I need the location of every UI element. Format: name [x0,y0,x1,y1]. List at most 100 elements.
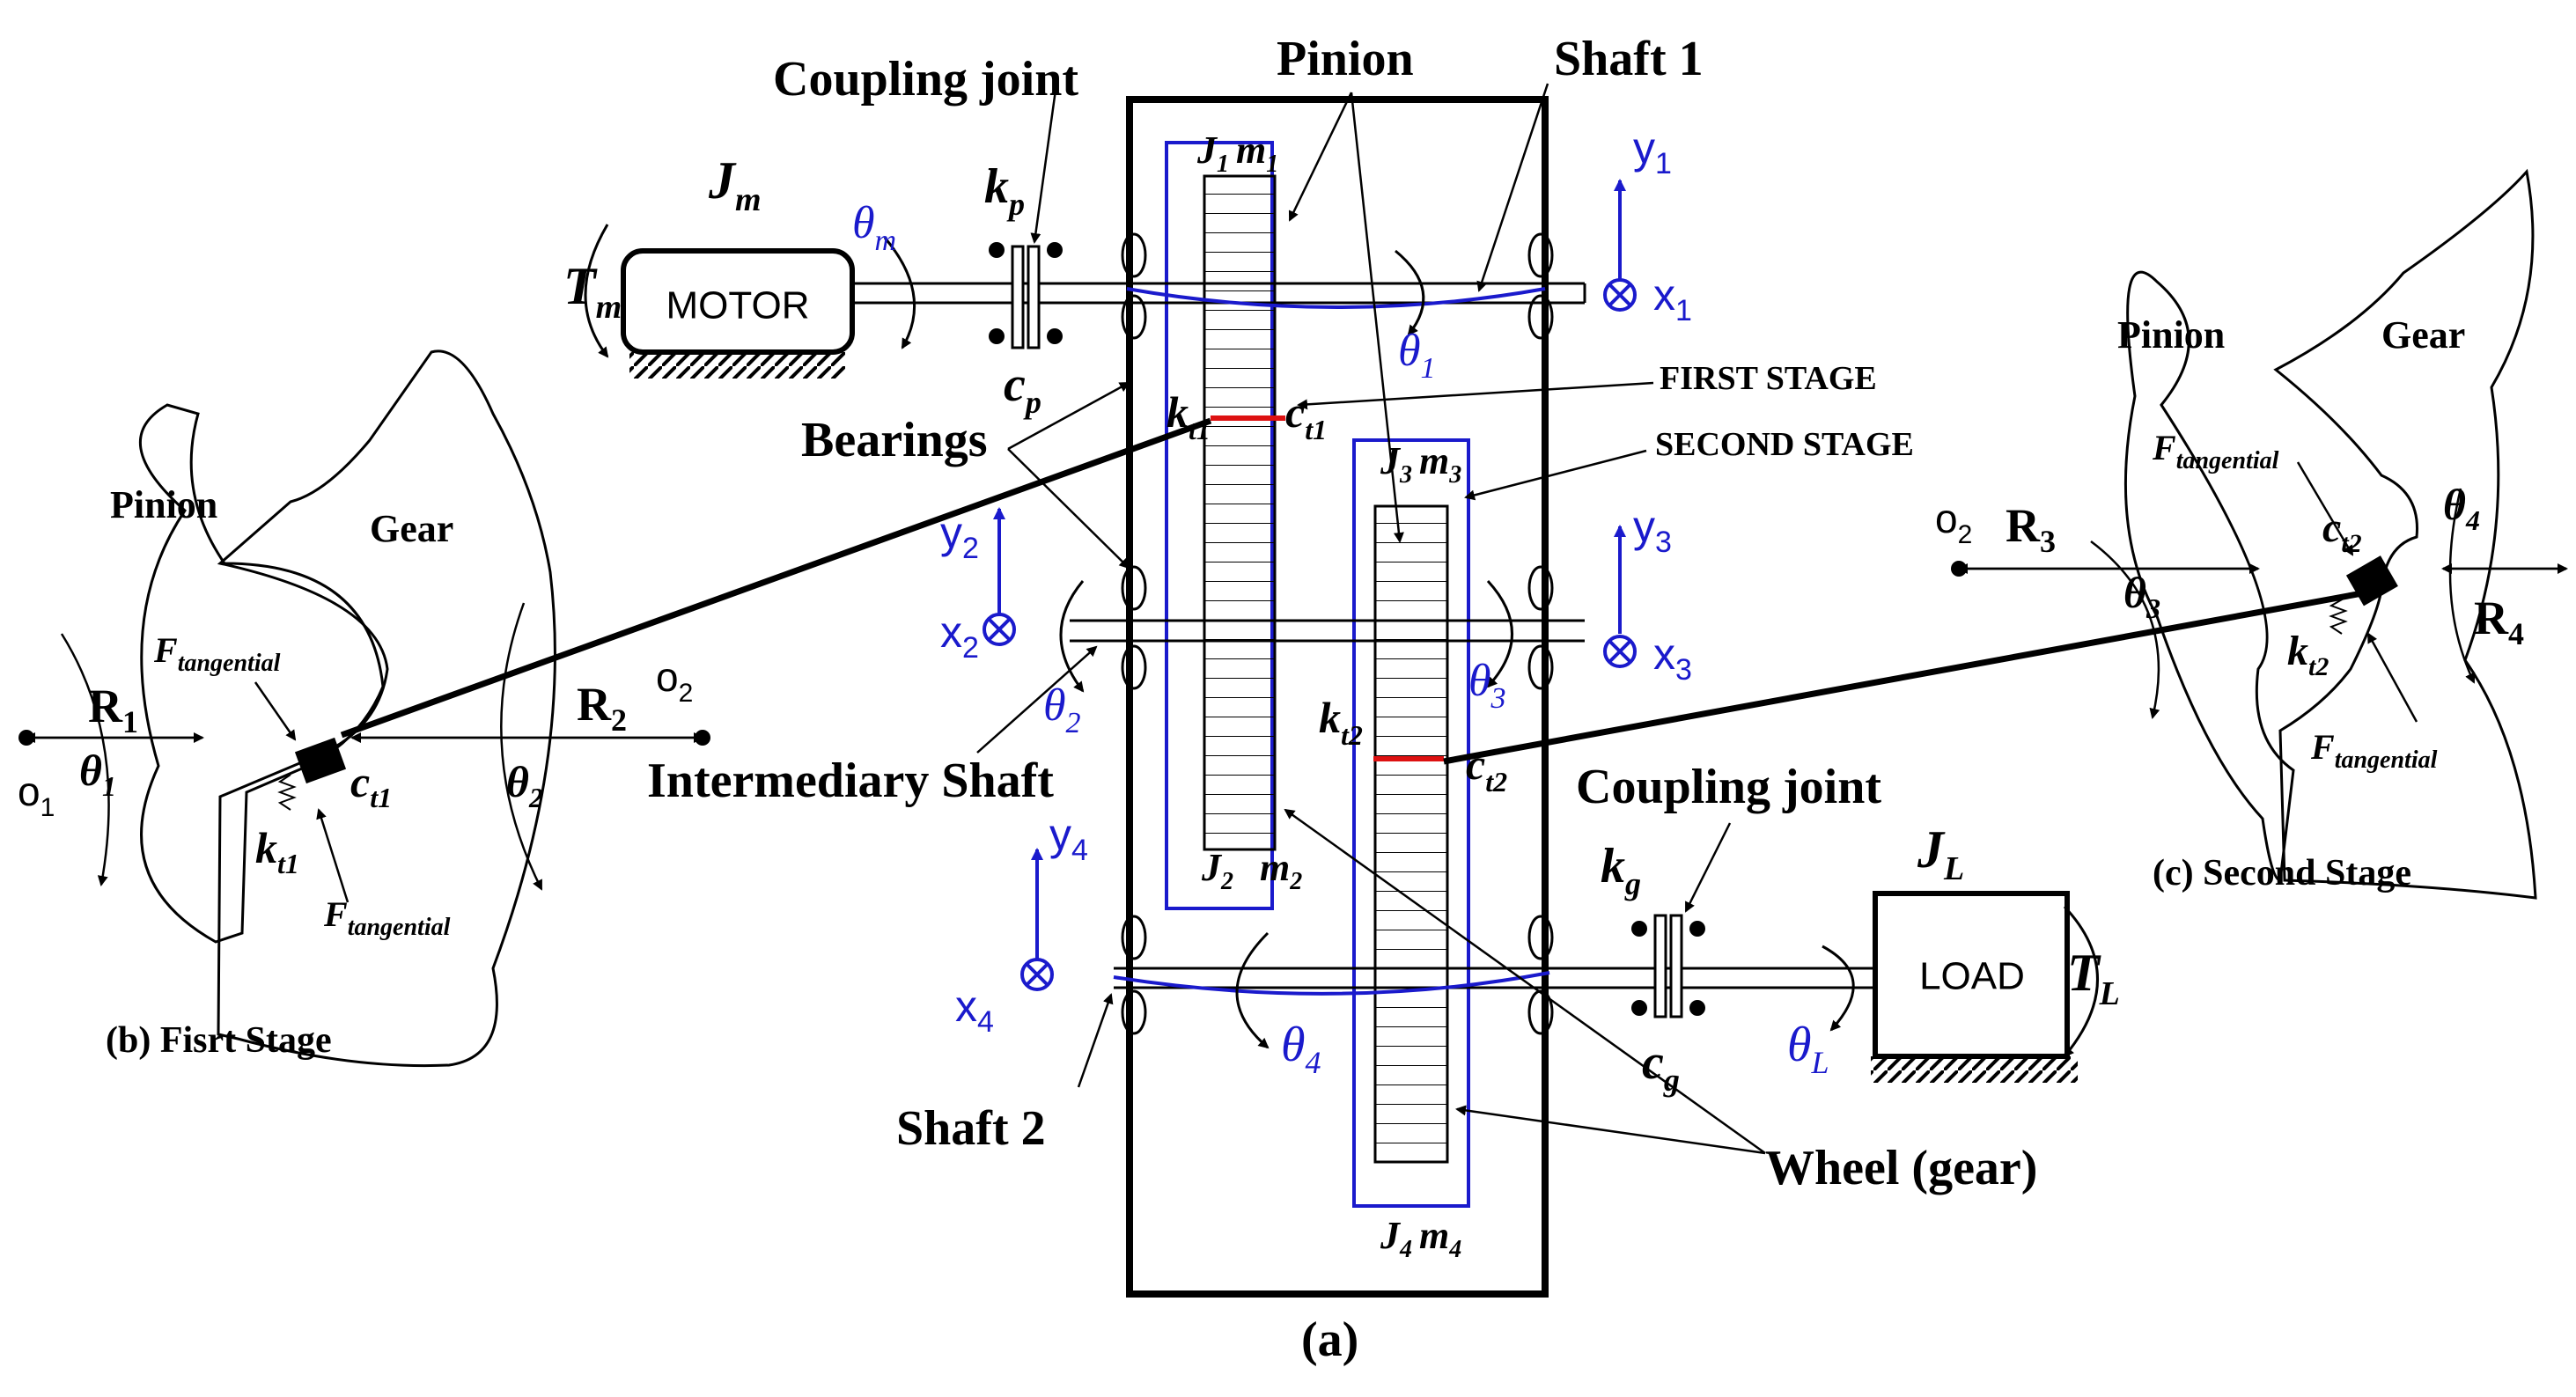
axes-1 [1603,179,1637,312]
b-o2: o2 [656,654,693,708]
label-y3: y3 [1633,502,1672,559]
second-stage-box [1352,438,1470,1208]
left-spring [277,774,297,811]
intermediary-shaft-label: Intermediary Shaft [647,754,1054,808]
symbol-theta-m: θm [852,198,896,257]
caption-c: (c) Second Stage [2153,853,2411,893]
intermediary-shaft [1070,619,1585,643]
b-ct1: ct1 [350,757,392,813]
symbol-tl: TL [2067,944,2120,1012]
label-x3: x3 [1653,629,1692,687]
connector-first-stage [340,417,1212,739]
pinion-top-label: Pinion [1277,32,1414,86]
c-R3: R3 [2006,499,2056,559]
c-R4: R4 [2474,592,2524,651]
second-stage-label: SECOND STAGE [1655,426,1914,463]
b-R1: R1 [88,680,138,739]
c-F-bottom: Ftangential [2310,727,2438,774]
label-y1: y1 [1633,123,1672,180]
shaft-2 [1113,967,1875,996]
symbol-kp: kp [984,159,1025,222]
symbol-jm: Jm [708,151,762,218]
motor-rotation-arrow [883,237,916,349]
wheel-gear-label: Wheel (gear) [1765,1141,2037,1195]
symbol-theta1: θ1 [1398,326,1436,385]
c-kt2: kt2 [2287,628,2329,681]
left-pinion-label: Pinion [110,483,217,526]
load-ground [1871,1056,2078,1083]
coupling-joint-gear [1631,914,1705,1018]
right-spring [2329,598,2348,635]
symbol-tm: Tm [563,257,622,326]
symbol-kt2: kt2 [1319,693,1363,751]
c-ct2: ct2 [2322,504,2362,558]
detail-first-stage [18,349,710,1068]
symbol-jl: JL [1917,820,1964,887]
b-theta1: θ1 [79,746,116,802]
symbol-ct2: ct2 [1466,739,1507,798]
load-block [1873,891,2070,1059]
symbol-theta-l: θL [1787,1018,1829,1080]
motor-label: MOTOR [666,284,810,327]
shaft3-rotation-arrow [1486,579,1513,688]
right-contact-block [2345,555,2398,607]
left-gear-profile [217,349,556,1068]
symbol-kg: kg [1601,839,1641,901]
right-gear-label: Gear [2381,313,2465,357]
shaft1-label: Shaft 1 [1554,32,1704,86]
b-o1: o1 [18,768,55,822]
coupling-joint-pinion [989,242,1063,349]
b-theta2: θ2 [506,757,543,813]
caption-a: (a) [1301,1312,1358,1367]
left-contact-block [294,737,347,784]
connector-second-stage [1443,586,2382,765]
label-x2: x2 [940,607,979,665]
b-F-top: Ftangential [153,630,281,677]
shaft1-rotation-arrow [1395,249,1425,336]
right-pinion-label: Pinion [2117,313,2225,357]
bearings-label: Bearings [801,413,988,467]
symbol-theta4: θ4 [1281,1018,1321,1080]
coupling-joint-bottom-label: Coupling joint [1576,760,1881,814]
axes-3 [1603,525,1637,668]
symbol-cp: cp [1004,357,1041,420]
label-x1: x1 [1653,270,1692,327]
b-R2: R2 [577,678,627,738]
leader-lines [976,83,1766,1155]
c-theta4: θ4 [2443,480,2480,536]
load-rotation-arrow [1822,945,1855,1032]
c-o2: o2 [1935,496,1972,549]
load-torque-arrow [2063,905,2099,1058]
symbol-cg: cg [1642,1035,1680,1098]
label-y2: y2 [940,508,979,565]
c-theta3: θ3 [2123,568,2160,624]
motor-ground [629,352,845,379]
caption-b: (b) Fisrt Stage [106,1020,332,1061]
shaft2-label: Shaft 2 [896,1101,1046,1156]
left-gear-label: Gear [370,507,453,550]
motor-torque-arrow [584,224,609,358]
right-gear-profile [2273,168,2537,900]
symbol-kt1: kt1 [1167,387,1211,445]
label-x4: x4 [955,982,994,1039]
c-F-top: Ftangential [2152,428,2279,474]
symbol-theta3: θ3 [1468,656,1506,715]
right-pinion-profile [2123,270,2295,882]
axes-4 [1020,848,1054,991]
symbol-ct1: ct1 [1285,387,1327,445]
axes-2 [983,507,1016,646]
detail-second-stage [1951,168,2568,900]
b-F-bottom: Ftangential [323,894,451,941]
first-stage-label: FIRST STAGE [1660,360,1877,397]
shaft2-rotation-arrow [1235,931,1270,1049]
label-y4: y4 [1049,810,1088,867]
load-label: LOAD [1919,955,2025,998]
symbol-theta2: θ2 [1043,680,1081,739]
pinion-gear-1 [1203,174,1277,851]
shaft-1 [852,282,1586,309]
